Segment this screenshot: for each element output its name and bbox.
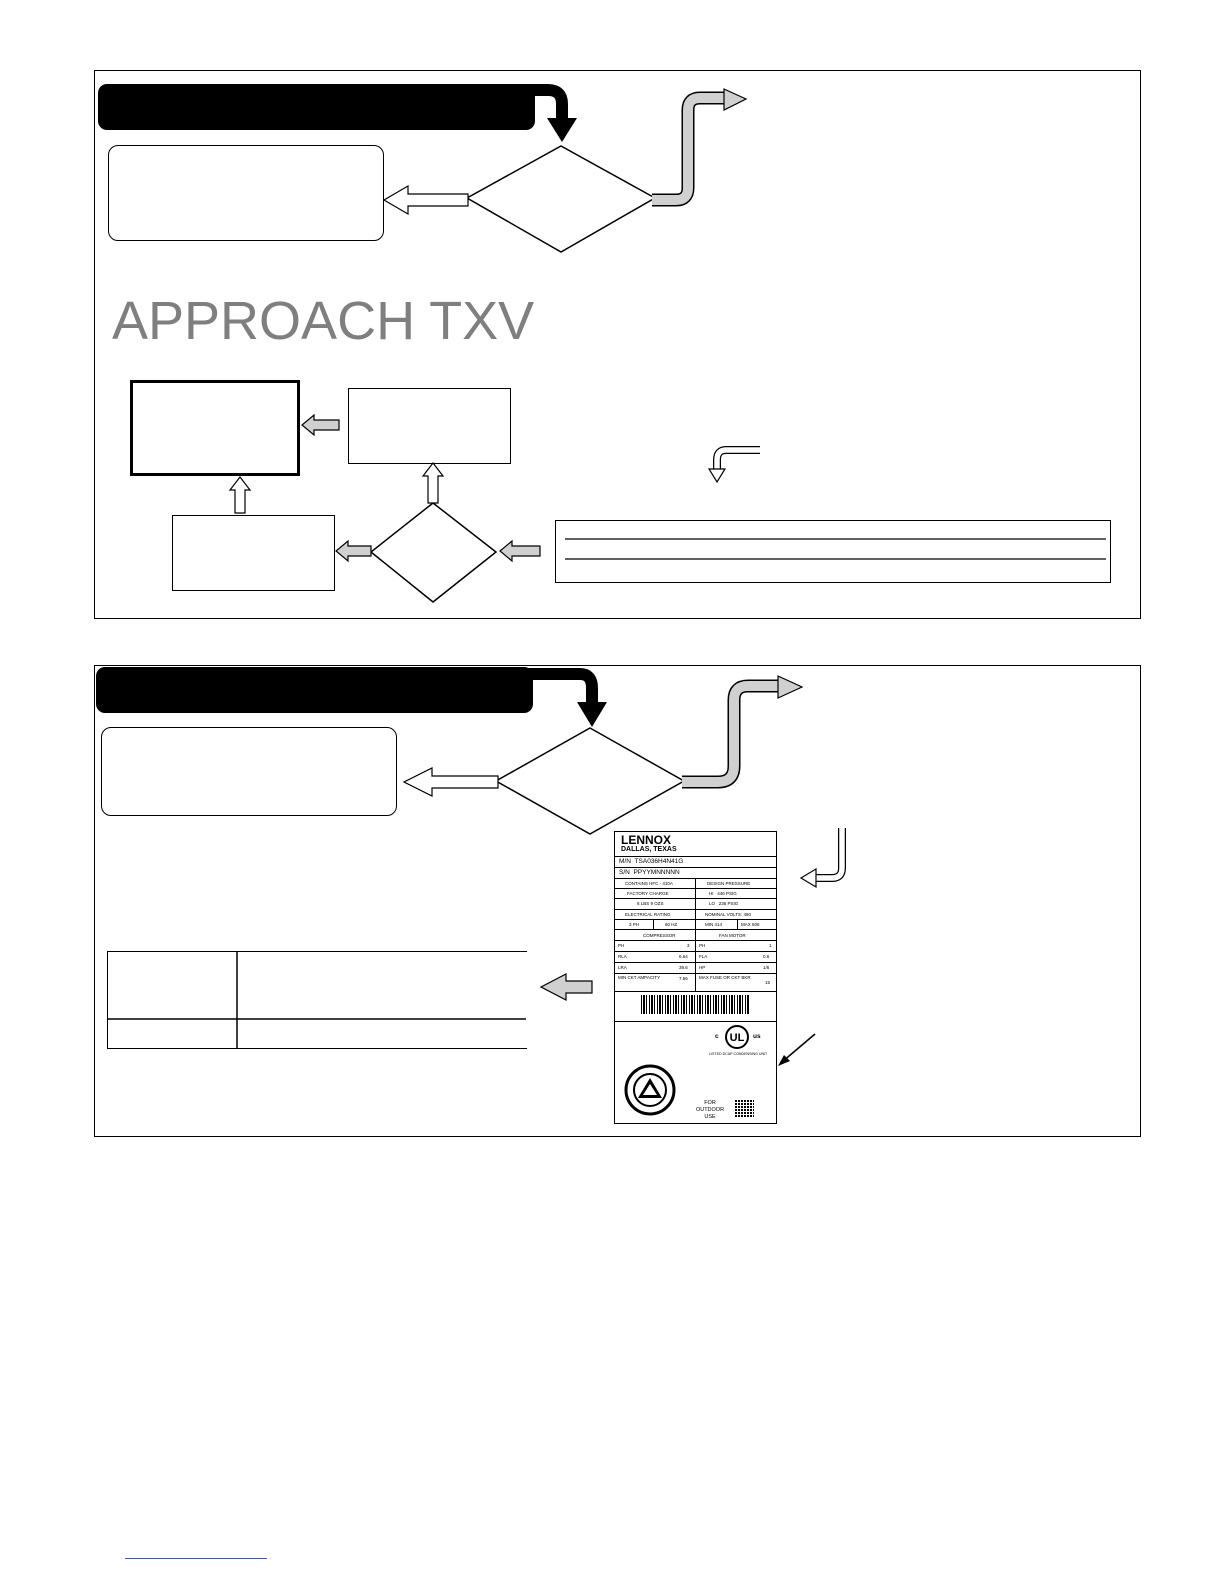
ul-c: c [715, 1033, 719, 1040]
nameplate-factory-charge: FACTORY CHARGE [627, 891, 669, 896]
nameplate-outdoor-use: FOR OUTDOOR USE [695, 1100, 725, 1120]
curve-arrow-nameplate [815, 828, 846, 882]
ul-us: us [753, 1033, 761, 1040]
left-arrow-grey-2 [335, 539, 372, 563]
nameplate-brand: LENNOX [621, 833, 672, 847]
nameplate-hi-label: HI [709, 891, 714, 896]
nameplate-hp-label: HP [699, 965, 706, 970]
nameplate-max-fuse-value: 15 [765, 980, 771, 985]
result-box-top [108, 145, 384, 241]
footer-link-underline[interactable] [125, 1558, 267, 1559]
qr-code [735, 1100, 754, 1117]
nameplate-electrical-rating: ELECTRICAL RATING [625, 912, 671, 917]
nameplate-hertz: 60 HZ [665, 922, 678, 927]
decision-diamond-lower [369, 502, 498, 603]
up-arrow-hollow-1 [421, 462, 445, 504]
barcode [641, 995, 749, 1014]
nameplate-lo-label: LO [709, 901, 716, 906]
nameplate-min-ampacity-value: 7.56 [679, 976, 688, 981]
nameplate-rla-value: 6.64 [679, 954, 688, 959]
step-box-highlighted [130, 380, 300, 476]
s-arrow-grey-top-head [723, 88, 748, 111]
ul-listing-mark: UL [725, 1025, 749, 1049]
nameplate-location: DALLAS, TEXAS [621, 846, 677, 853]
nameplate-comp-ph: 3 [687, 943, 690, 948]
nameplate-charge-value: 6 LBS 9 OZS [637, 901, 664, 906]
nameplate-contains: CONTAINS HFC - 410A [625, 881, 673, 886]
nameplate-model: TSA036H4N41G [634, 858, 684, 865]
nameplate-serial: PPYYMNNNNN [633, 869, 680, 876]
left-arrow-grey-3 [301, 413, 340, 437]
nameplate-fan-motor: FAN MOTOR [719, 933, 746, 938]
pointer-arrow [781, 1033, 816, 1063]
step-box-lower [172, 515, 335, 591]
result-box-bottom [101, 727, 397, 816]
nameplate-serial-label: S/N [619, 869, 630, 876]
nameplate-nominal-volts: NOMINAL VOLTS: 460 [705, 912, 752, 917]
nameplate-ph-label: PH [618, 943, 625, 948]
certification-seal-icon [624, 1064, 676, 1116]
nameplate-min-volts: MIN 414 [705, 922, 723, 927]
down-arrow-black-bottom [518, 668, 598, 704]
left-arrow-grey-bottom [539, 973, 593, 1001]
instruction-table-top [555, 520, 1111, 583]
nameplate-lo-value: 236 PSIG [718, 901, 739, 906]
nameplate-design-pressure: DESIGN PRESSURE [707, 881, 751, 886]
down-arrow-black-top [520, 84, 568, 120]
title-bar-top [98, 84, 535, 130]
nameplate-fla-label: FLA [699, 954, 708, 959]
nameplate-phase: 3 PH [629, 922, 640, 927]
decision-diamond-bottom [494, 727, 686, 835]
nameplate-fan-ph: 1 [769, 943, 772, 948]
nameplate-hi-value: 446 PSIG [717, 891, 737, 896]
nameplate-compressor: COMPRESSOR [643, 933, 676, 938]
unit-nameplate: LENNOX DALLAS, TEXAS M/N TSA036H4N41G S/… [614, 831, 777, 1124]
nameplate-min-ampacity: MIN CKT AMPACITY [618, 975, 661, 980]
decision-diamond-top [465, 145, 657, 253]
nameplate-max-volts: MAX 506 [741, 922, 760, 927]
left-arrow-hollow-bottom [402, 767, 499, 797]
nameplate-lra-value: 39.6 [679, 965, 688, 970]
heading-approach-txv: APPROACH TXV [112, 291, 535, 351]
nameplate-model-label: M/N [619, 858, 631, 865]
left-arrow-hollow-top [382, 184, 469, 216]
left-arrow-grey-1 [499, 539, 541, 563]
s-arrow-grey-bottom-head [777, 675, 804, 699]
nameplate-listed: LISTED DCAP CONDENSING UNIT [709, 1052, 768, 1056]
nameplate-max-fuse: MAX FUSE OR CKT BKR [699, 975, 751, 980]
down-arrow-black-bottom-head [577, 702, 607, 727]
svg-text:UL: UL [730, 1032, 745, 1044]
nameplate-hp-value: 1/6 [763, 965, 770, 970]
nameplate-lra-label: LRA [618, 965, 627, 970]
up-arrow-hollow-2 [228, 476, 252, 514]
nameplate-rla-label: RLA [618, 954, 627, 959]
data-table-bottom [107, 951, 527, 1049]
title-bar-bottom [96, 667, 533, 713]
nameplate-fla-value: 0.6 [763, 954, 770, 959]
nameplate-fan-ph-label: PH [699, 943, 706, 948]
step-box-upper [348, 388, 511, 464]
down-arrow-black-top-head [547, 118, 577, 142]
